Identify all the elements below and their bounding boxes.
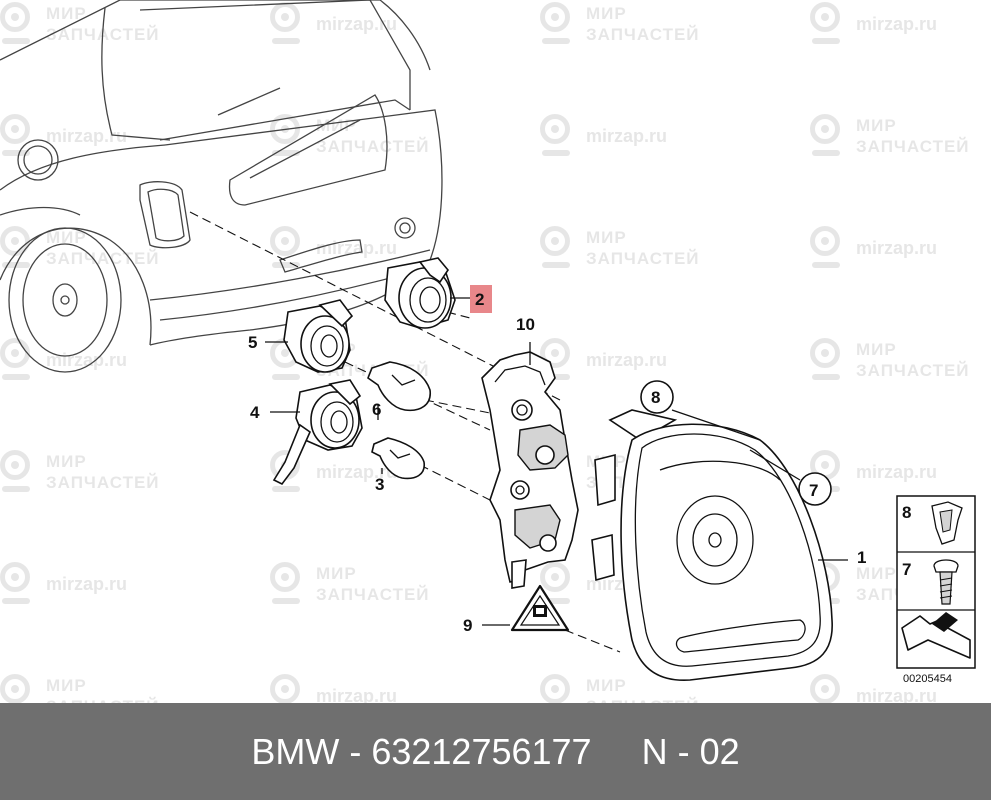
footer-part-number-text: BMW - 63212756177 N - 02 (251, 731, 740, 772)
callout-leaders (482, 409, 848, 626)
part-3-bulb (371, 437, 425, 480)
diagram-number: 00205454 (903, 673, 952, 685)
part-5-bulb-socket (265, 299, 354, 373)
callout-4-label: 4 (250, 403, 260, 422)
callout-2-highlight (470, 285, 492, 313)
callout-6-label: 6 (372, 400, 381, 419)
callout-5-label: 5 (248, 333, 257, 352)
callout-7-circle (798, 472, 832, 506)
callout-10-label: 10 (516, 315, 535, 334)
part-6-bulb (367, 361, 431, 420)
callout-9-label: 9 (463, 616, 472, 635)
callout-8-label: 8 (651, 388, 660, 407)
callout-1-label: 1 (857, 548, 866, 567)
legend-panel: 8 7 00205454 (896, 495, 976, 685)
car-rear-outline (0, 0, 443, 373)
part-4-bulb-socket-lead (270, 379, 363, 486)
legend-item-7-label: 7 (902, 560, 911, 579)
legend-item-8-label: 8 (902, 503, 911, 522)
callout-2-label: 2 (475, 290, 484, 309)
screw-icon (933, 559, 959, 573)
part-2-bulb-socket (384, 257, 470, 329)
callout-8-circle (640, 380, 674, 414)
part-number-footer: BMW - 63212756177 N - 02 (0, 703, 991, 800)
part-10-bulb-carrier (481, 342, 579, 589)
diagram-arrow-icon (901, 615, 971, 659)
callout-3-label: 3 (375, 475, 384, 494)
part-9-warning-label (510, 584, 570, 632)
part-1-tail-lamp (591, 409, 833, 681)
callout-7-label: 7 (809, 481, 818, 500)
